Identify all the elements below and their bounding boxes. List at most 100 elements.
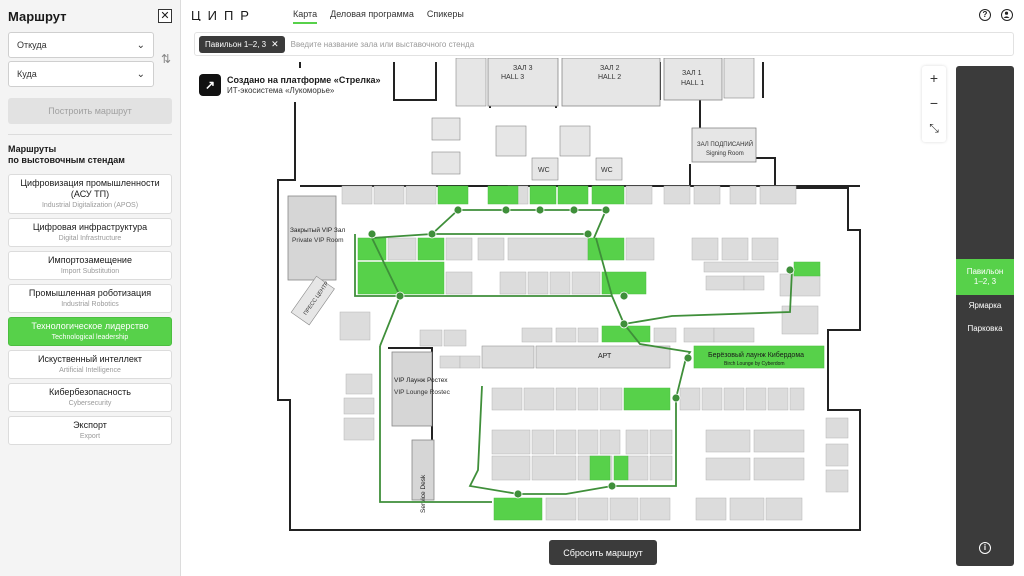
- location-label: Павильон: [966, 267, 1004, 276]
- nav-tab-speakers[interactable]: Спикеры: [426, 9, 464, 19]
- route-item-technological-leadership[interactable]: Технологическое лидерство Technological …: [8, 317, 172, 346]
- route-item-industrial-robotics[interactable]: Промышленная роботизация Industrial Robo…: [8, 284, 172, 313]
- zoom-controls: + − ⤡: [922, 66, 946, 142]
- booths: [339, 185, 849, 521]
- to-select[interactable]: Куда ⌄: [8, 61, 154, 87]
- strelka-logo-icon: ↗: [199, 74, 221, 96]
- routes-title: Маршруты по выстовочным стендам: [8, 144, 125, 166]
- birch-lounge[interactable]: Берёзовый лаунж Кибердома Birch Lounge b…: [693, 345, 825, 369]
- route-sublabel: Export: [79, 433, 101, 440]
- chevron-down-icon: ⌄: [136, 39, 145, 51]
- route-label: Технологическое лидерство: [31, 321, 149, 331]
- help-icon[interactable]: ?: [979, 9, 991, 21]
- account-icon[interactable]: [1001, 9, 1013, 21]
- vip-lounge-label: VIP Лаунж Ростех: [394, 377, 448, 384]
- sidebar: Маршрут ✕ Откуда ⌄ Куда ⌄ ⇅ Построить ма…: [0, 0, 181, 576]
- art-zone[interactable]: АРТ: [535, 345, 671, 369]
- route-label: Цифровизация промышленности (АСУ ТП): [20, 178, 160, 199]
- route-sublabel: Cybersecurity: [68, 400, 112, 407]
- info-icon[interactable]: i: [979, 542, 991, 554]
- info-text: Создано на платформе «Стрелка» ИТ-экосис…: [227, 75, 380, 95]
- highlighted-booths: [357, 185, 821, 521]
- route-label: Импортозамещение: [48, 255, 132, 265]
- location-sublabel: 1–2, 3: [973, 277, 997, 286]
- info-card-subtitle: ИТ-экосистема «Лукоморье»: [227, 86, 335, 95]
- route-item-cybersecurity[interactable]: Кибербезопасность Cybersecurity: [8, 383, 172, 412]
- hall2-label: ЗАЛ 2: [600, 65, 620, 72]
- search-bar: Павильон 1–2, 3 ✕: [194, 32, 1014, 56]
- from-select[interactable]: Откуда ⌄: [8, 32, 154, 58]
- zoom-out-button[interactable]: −: [929, 95, 939, 111]
- route-sublabel: Artificial Intelligence: [59, 367, 121, 374]
- location-pavilion-1-2-3[interactable]: Павильон 1–2, 3: [956, 259, 1014, 295]
- route-label: Кибербезопасность: [49, 387, 131, 397]
- routes-title-line2: по выстовочным стендам: [8, 155, 125, 165]
- reset-route-button[interactable]: Сбросить маршрут: [549, 540, 657, 565]
- hall2-sublabel: HALL 2: [598, 74, 621, 81]
- pavilion-filter-chip[interactable]: Павильон 1–2, 3 ✕: [199, 35, 285, 53]
- vip-lounge-sublabel: VIP Lounge Rostec: [394, 389, 451, 396]
- route-item-industrial-digitalization[interactable]: Цифровизация промышленности (АСУ ТП) Ind…: [8, 174, 172, 214]
- signing-room-sublabel: Signing Room: [706, 151, 744, 157]
- route-item-import-substitution[interactable]: Импортозамещение Import Substitution: [8, 251, 172, 280]
- route-sublabel: Digital Infrastructure: [58, 235, 122, 242]
- route-label: Промышленная роботизация: [28, 288, 152, 298]
- meeting-room[interactable]: [723, 58, 755, 99]
- nav-tab-business-program[interactable]: Деловая программа: [330, 9, 414, 19]
- wc-label: WC: [538, 167, 550, 174]
- route-label: Экспорт: [73, 420, 107, 430]
- route-item-export[interactable]: Экспорт Export: [8, 416, 172, 445]
- route-sublabel: Technological leadership: [51, 334, 129, 341]
- from-select-label: Откуда: [17, 40, 47, 50]
- search-input[interactable]: [290, 39, 851, 49]
- chip-label: Павильон 1–2, 3: [205, 39, 267, 49]
- main-nav: Карта Деловая программа Спикеры: [293, 9, 464, 24]
- nav-tab-map[interactable]: Карта: [293, 9, 318, 24]
- zoom-in-button[interactable]: +: [929, 70, 939, 86]
- vip-lounge-rostec[interactable]: VIP Лаунж Ростех VIP Lounge Rostec: [391, 351, 451, 427]
- booth[interactable]: [481, 345, 535, 369]
- cipr-logo[interactable]: ЦИПР: [191, 9, 277, 21]
- service-desk[interactable]: Service Desk: [411, 439, 435, 513]
- platform-info-card: ↗ Создано на платформе «Стрелка» ИТ-экос…: [193, 68, 389, 102]
- birch-lounge-label: Берёзовый лаунж Кибердома: [708, 351, 804, 359]
- location-panel: Павильон 1–2, 3 Ярмарка Парковка i: [956, 66, 1014, 566]
- route-waypoints: [367, 205, 795, 499]
- route-sublabel: Industrial Robotics: [61, 301, 119, 308]
- vip-room-label: Закрытый VIP Зал: [290, 226, 345, 234]
- route-sublabel: Industrial Digitalization (APOS): [41, 202, 139, 209]
- route-label: Цифровая инфраструктура: [32, 222, 148, 232]
- signing-room-label: ЗАЛ ПОДПИСАНИЙ: [697, 140, 753, 148]
- route-path: [354, 209, 793, 503]
- meeting-room[interactable]: [455, 58, 487, 107]
- build-route-button[interactable]: Построить маршрут: [8, 98, 172, 124]
- chip-close-icon[interactable]: ✕: [271, 38, 279, 49]
- service-desk-label: Service Desk: [420, 474, 427, 513]
- hall-3[interactable]: ЗАЛ 3 HALL 3: [487, 58, 559, 107]
- location-parking[interactable]: Парковка: [967, 324, 1003, 333]
- swap-icon[interactable]: ⇅: [161, 52, 172, 66]
- top-bar: ЦИПР Карта Деловая программа Спикеры ?: [181, 0, 1024, 30]
- signing-room[interactable]: ЗАЛ ПОДПИСАНИЙ Signing Room: [691, 127, 757, 163]
- wc-label-2: WC: [601, 167, 613, 174]
- sidebar-header: Маршрут ✕: [8, 0, 172, 32]
- hall-1[interactable]: ЗАЛ 1 HALL 1: [663, 58, 723, 101]
- art-label: АРТ: [598, 353, 612, 360]
- press-center[interactable]: ПРЕСС ЦЕНТР: [290, 275, 335, 326]
- close-icon[interactable]: ✕: [158, 9, 172, 23]
- floor-map[interactable]: ЗАЛ 3 HALL 3 ЗАЛ 2 HALL 2 ЗАЛ 1 HALL 1 З…: [193, 58, 945, 576]
- account-glyph: [1003, 11, 1010, 18]
- floor-plan: ЗАЛ 3 HALL 3 ЗАЛ 2 HALL 2 ЗАЛ 1 HALL 1 З…: [277, 58, 861, 531]
- vip-room-sublabel: Private VIP Room: [292, 237, 344, 244]
- location-fair[interactable]: Ярмарка: [968, 301, 1002, 310]
- hall-2[interactable]: ЗАЛ 2 HALL 2: [561, 58, 661, 107]
- route-label: Искуственный интеллект: [37, 354, 143, 364]
- route-item-artificial-intelligence[interactable]: Искуственный интеллект Artificial Intell…: [8, 350, 172, 379]
- vip-private-room[interactable]: Закрытый VIP Зал Private VIP Room: [287, 195, 345, 281]
- hall1-label: ЗАЛ 1: [682, 70, 702, 77]
- fit-screen-button[interactable]: ⤡: [929, 121, 939, 135]
- route-item-digital-infrastructure[interactable]: Цифровая инфраструктура Digital Infrastr…: [8, 218, 172, 247]
- sidebar-divider: [8, 134, 172, 135]
- route-sublabel: Import Substitution: [60, 268, 120, 275]
- routes-title-line1: Маршруты: [8, 144, 57, 154]
